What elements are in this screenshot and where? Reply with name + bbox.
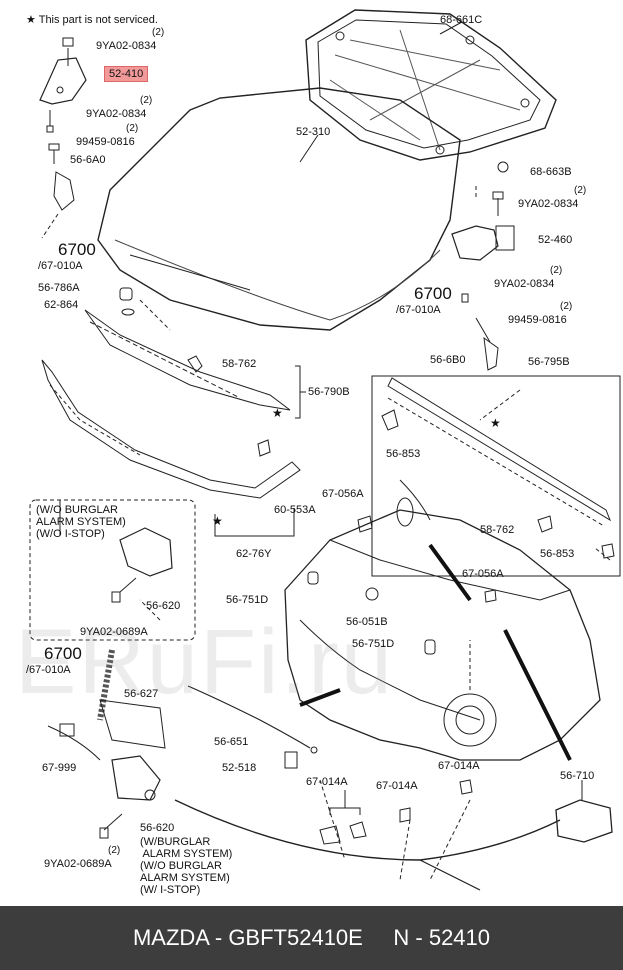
label-58-762-upper: 58-762 (222, 358, 257, 370)
label-9ya02-0689a-upper: 9YA02-0689A (80, 626, 148, 638)
label-67-010a-right: /67-010A (396, 304, 441, 316)
label-58-762-lower: 58-762 (480, 524, 515, 536)
qty-top: (2) (152, 27, 165, 38)
footer-bar: MAZDA - GBFT52410E N - 52410 (0, 906, 623, 970)
label-56-786a: 56-786A (38, 282, 80, 294)
label-6700-left2: 6700 (44, 644, 82, 663)
label-56-651: 56-651 (214, 736, 249, 748)
label-68-661c: 68-661C (440, 14, 483, 26)
label-56-710: 56-710 (560, 770, 595, 782)
label-67-014a-mid: 67-014A (376, 780, 418, 792)
label-52-310: 52-310 (296, 126, 331, 138)
label-9ya02-0689a-lower: 9YA02-0689A (44, 858, 112, 870)
label-56-6a0: 56-6A0 (70, 154, 106, 166)
label-56-790b: 56-790B (308, 386, 350, 398)
label-52-410-highlighted: 52-410 (104, 66, 149, 82)
label-56-853-upper: 56-853 (386, 448, 421, 460)
qty-99459-right: (2) (560, 301, 573, 312)
label-56-620-lower: 56-620 (140, 822, 175, 834)
label-68-663b: 68-663B (530, 166, 572, 178)
label-9ya02-0834-top: 9YA02-0834 (96, 40, 157, 52)
diagram-drawing (29, 9, 621, 891)
label-67-056a-lower: 67-056A (462, 568, 504, 580)
label-52-460: 52-460 (538, 234, 573, 246)
label-9ya02-0834-second: 9YA02-0834 (86, 108, 147, 120)
qty-right2: (2) (550, 265, 563, 276)
qty-right1: (2) (574, 185, 587, 196)
label-6700-right: 6700 (414, 284, 452, 303)
label-9ya02-0834-right2: 9YA02-0834 (494, 278, 555, 290)
label-67-014a-right: 67-014A (438, 760, 480, 772)
label-56-853-lower: 56-853 (540, 548, 575, 560)
label-6700-left: 6700 (58, 240, 96, 259)
label-67-010a-left: /67-010A (38, 260, 83, 272)
qty-0689a-lower: (2) (108, 845, 121, 856)
qty-99459-left: (2) (126, 123, 139, 134)
label-56-751d-left: 56-751D (226, 594, 269, 606)
watermark: ERuFi.ru (15, 611, 394, 713)
label-60-553a: 60-553A (274, 504, 316, 516)
footer-part-number: MAZDA - GBFT52410E N - 52410 (132, 925, 491, 950)
label-67-999: 67-999 (42, 762, 77, 774)
label-56-6b0: 56-6B0 (430, 354, 466, 366)
parts-diagram: ERuFi.ru ★ This part is not serviced. 9Y… (15, 9, 621, 896)
star-mark: ★ (272, 406, 283, 420)
group-label-wo-burglar: (W/O BURGLAR ALARM SYSTEM) (W/O I-STOP) (36, 504, 126, 540)
label-99459-0816-right: 99459-0816 (508, 314, 567, 326)
label-52-518: 52-518 (222, 762, 257, 774)
label-56-751d-right: 56-751D (352, 638, 395, 650)
label-56-051b: 56-051B (346, 616, 388, 628)
label-56-620-upper: 56-620 (146, 600, 181, 612)
label-67-014a-left: 67-014A (306, 776, 348, 788)
not-serviced-note: ★ This part is not serviced. (26, 14, 158, 26)
group-label-w-burglar: (W/BURGLAR ALARM SYSTEM) (W/O BURGLAR AL… (140, 836, 233, 896)
star-mark: ★ (212, 514, 223, 528)
label-56-627: 56-627 (124, 688, 159, 700)
qty-second: (2) (140, 95, 153, 106)
label-67-056a-upper: 67-056A (322, 488, 364, 500)
star-mark: ★ (490, 416, 501, 430)
label-67-010a-left2: /67-010A (26, 664, 71, 676)
label-56-795b: 56-795B (528, 356, 570, 368)
label-62-864: 62-864 (44, 299, 79, 311)
label-99459-0816-left: 99459-0816 (76, 136, 135, 148)
label-62-76y: 62-76Y (236, 548, 272, 560)
label-9ya02-0834-right1: 9YA02-0834 (518, 198, 579, 210)
